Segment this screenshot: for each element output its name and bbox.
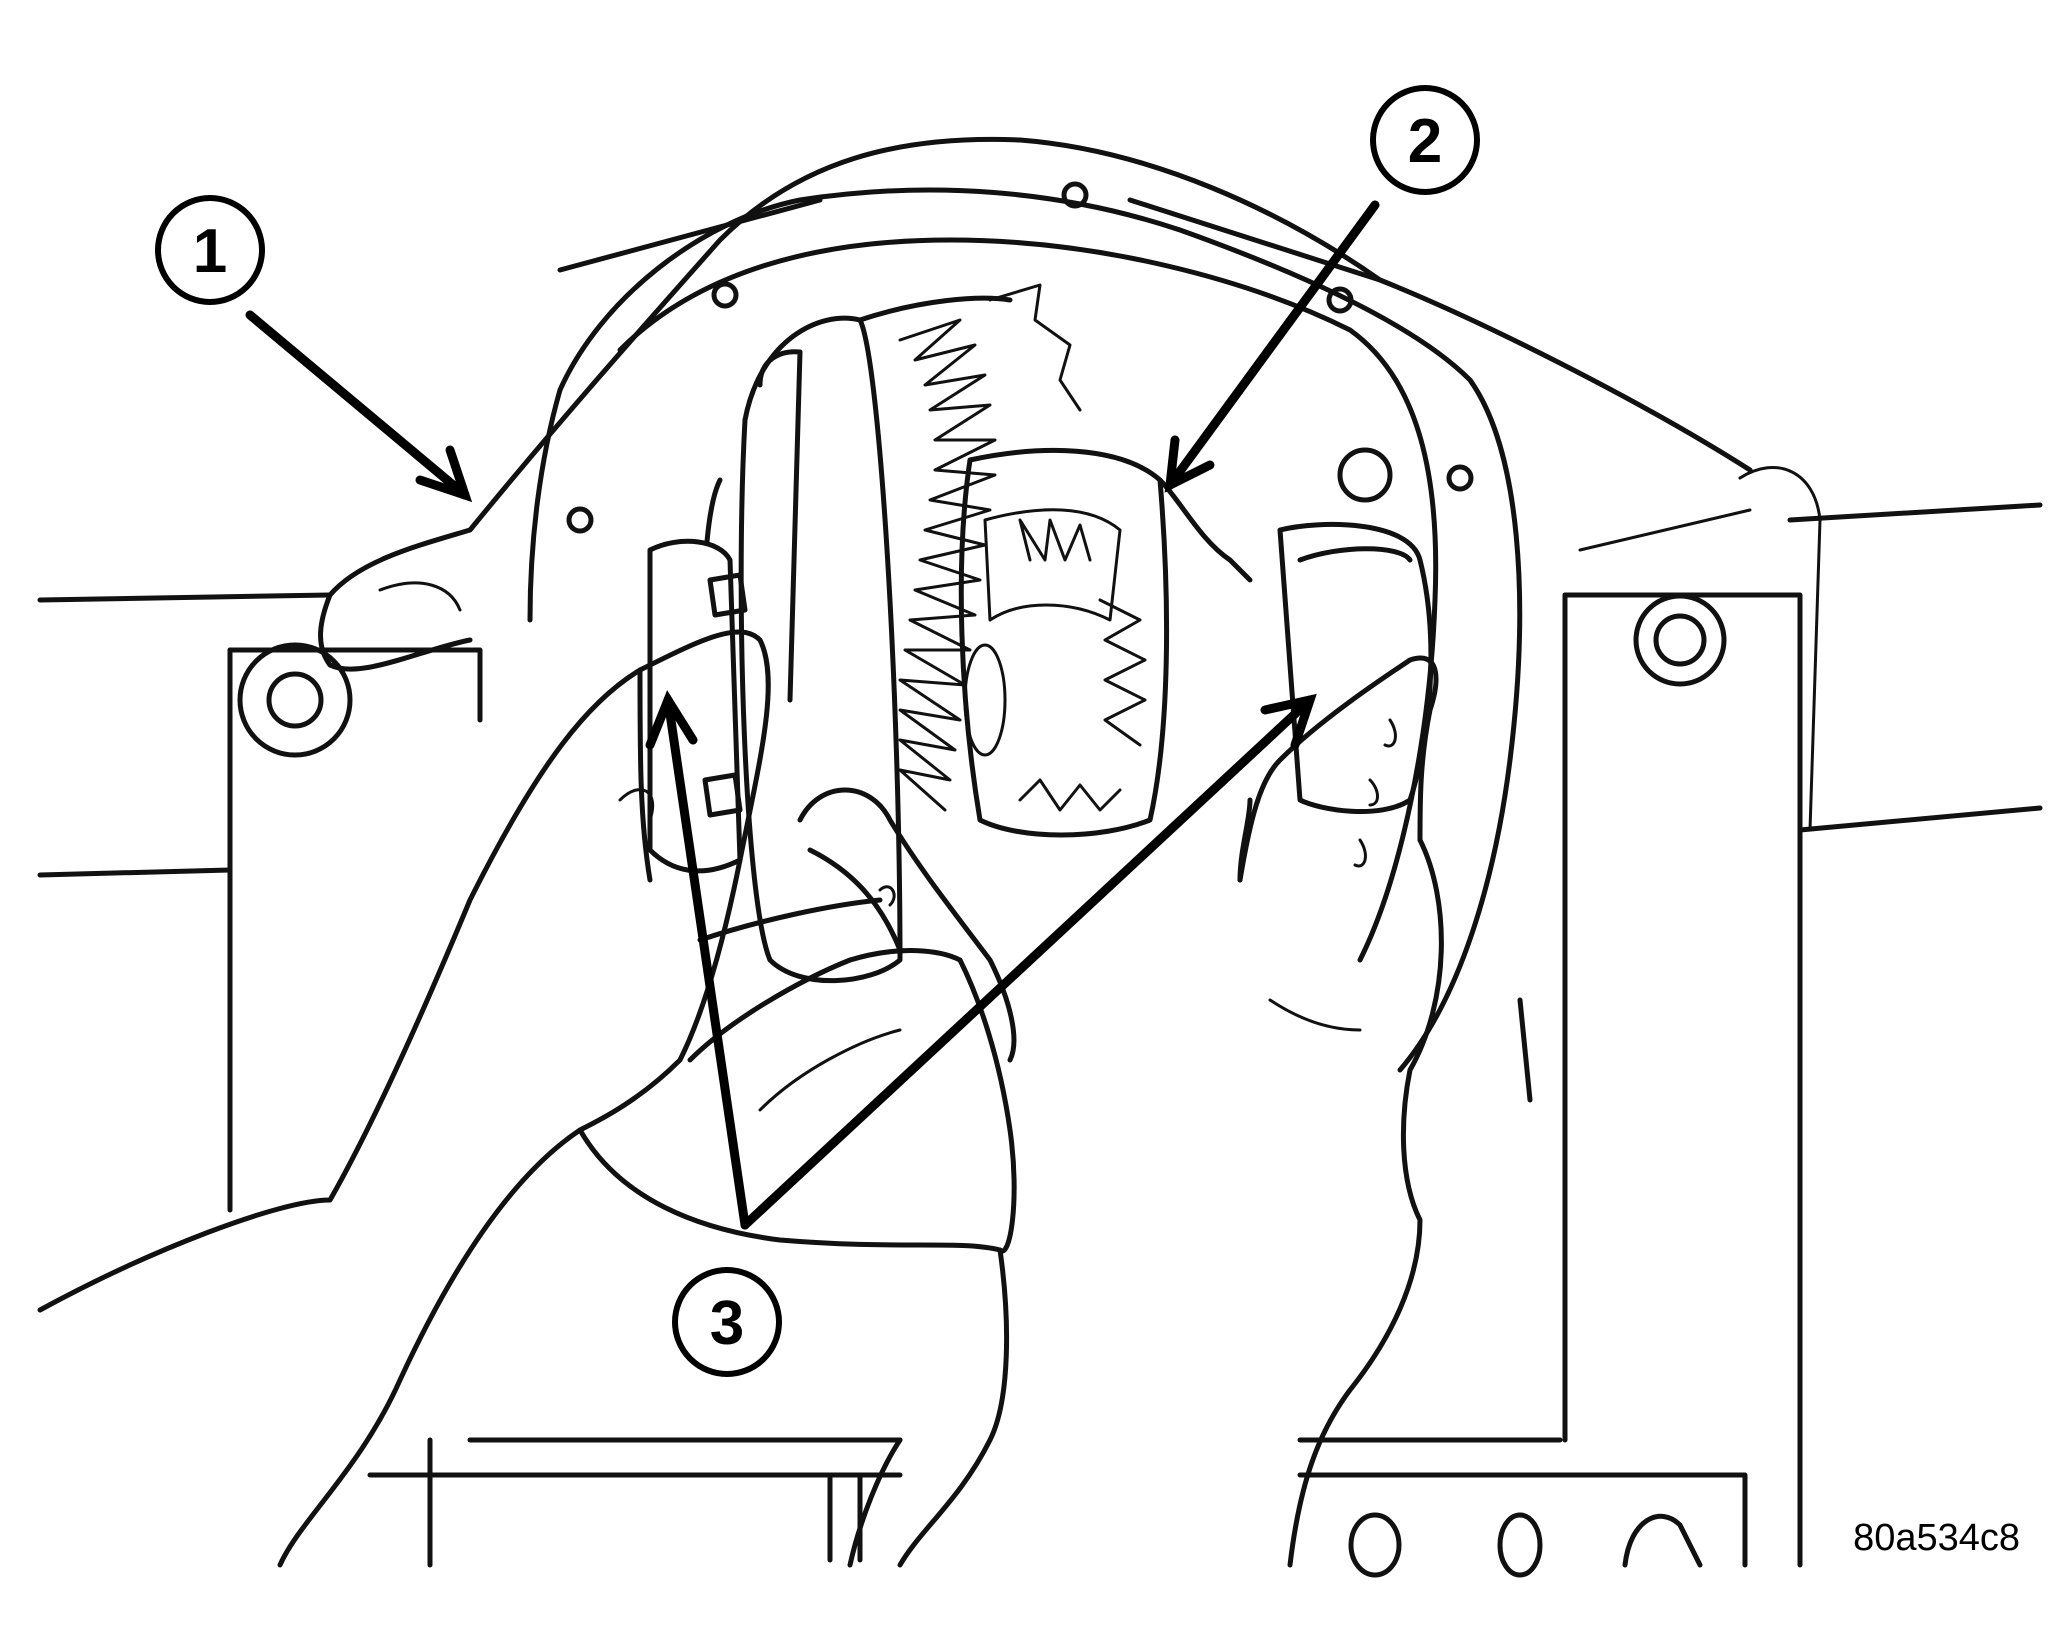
callout-1: 1	[155, 195, 265, 305]
leader-arrow-3b-head	[1260, 693, 1317, 750]
leader-arrow-3a	[663, 695, 750, 1230]
callout-1-number: 1	[193, 217, 227, 286]
stand-left	[227, 647, 903, 1568]
cover-flange	[527, 181, 1523, 1073]
leader-arrows	[245, 200, 1380, 1230]
callout-2-number: 2	[1408, 107, 1442, 176]
callout-2: 2	[1370, 85, 1480, 195]
leader-arrow-1	[245, 310, 470, 500]
hand-middle	[797, 787, 1017, 1254]
leader-arrow-1-head	[415, 445, 473, 503]
axle-tube-left	[37, 592, 333, 878]
callout-3: 3	[672, 1267, 782, 1377]
leader-arrow-2-head	[1164, 435, 1215, 493]
leader-arrow-2	[1165, 200, 1380, 490]
hand-left	[37, 629, 1010, 1568]
callout-3-number: 3	[710, 1289, 744, 1358]
axle-housing	[237, 136, 1753, 1103]
leader-arrow-3b	[740, 695, 1315, 1230]
differential-case	[647, 283, 1434, 984]
stand-right	[1297, 592, 1803, 1578]
leader-arrow-3a-head	[645, 690, 698, 750]
figure-id: 80a534c8	[1853, 1517, 2020, 1559]
hand-right	[1237, 655, 1444, 1568]
axle-tube-right	[1738, 466, 2043, 833]
